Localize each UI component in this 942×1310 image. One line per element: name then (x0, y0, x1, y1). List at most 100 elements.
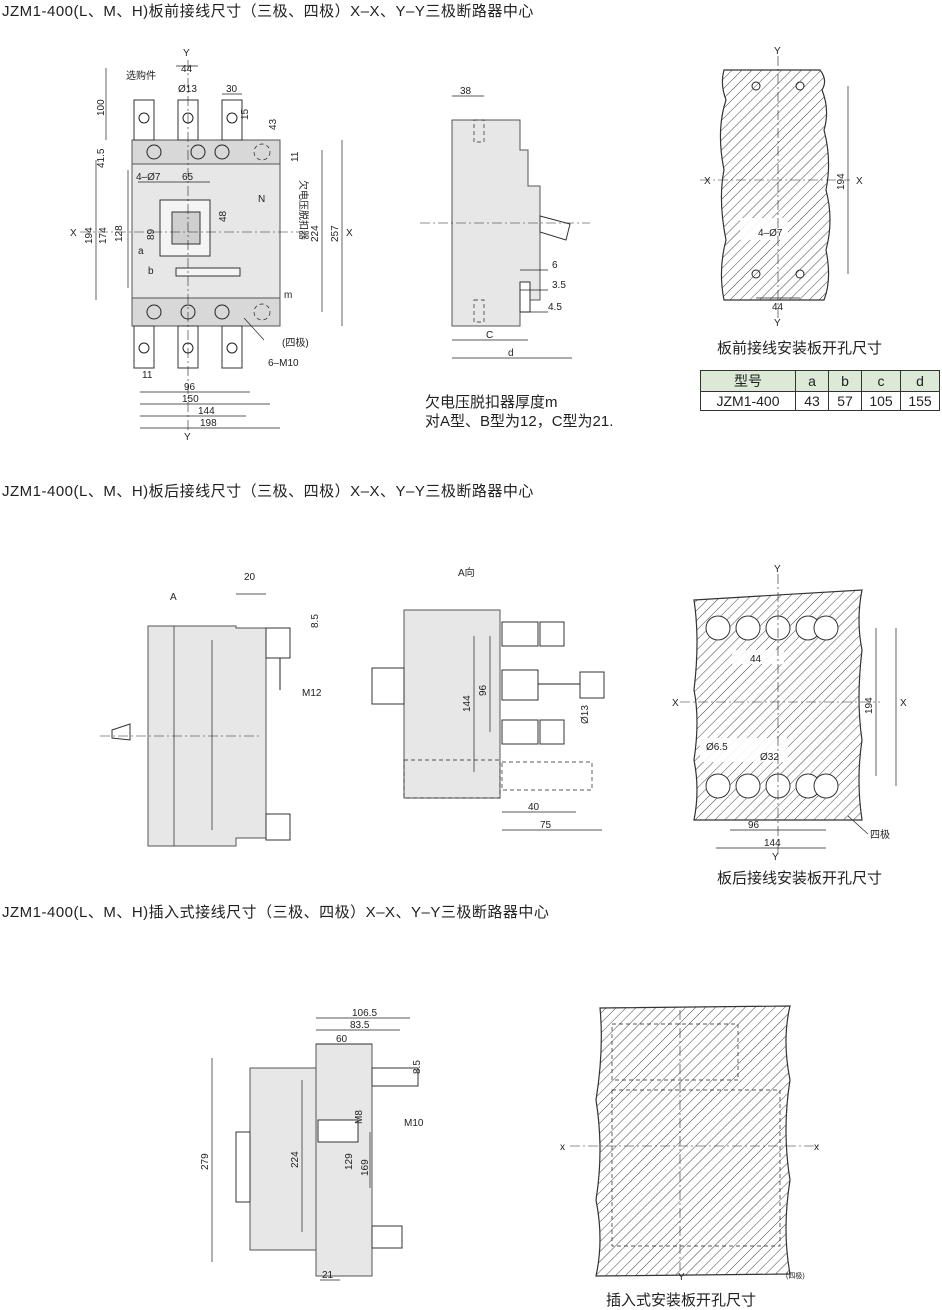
plate2-d6-5: Ø6.5 (706, 742, 728, 753)
dim-41-5: 41.5 (96, 148, 107, 168)
handle (171, 211, 201, 245)
dim-257: 257 (330, 225, 341, 242)
dim-11: 11 (290, 151, 301, 162)
plate2-y-top: Y (774, 564, 781, 575)
plugin-dim-106-5: 106.5 (352, 1008, 377, 1019)
plugin-base (249, 1067, 317, 1251)
label-x-left: X (70, 228, 77, 239)
a-view-body (403, 609, 501, 799)
plugin-dim-279: 279 (200, 1153, 211, 1170)
plate2-dim-44: 44 (750, 654, 762, 665)
dim-150: 150 (182, 394, 199, 405)
dim-198: 198 (200, 418, 217, 429)
plate3-four-pole: (四极) (786, 1271, 805, 1280)
plugin-mount-plate: x x Y (四极) (560, 1005, 820, 1283)
label-uv-release: 欠电压脱扣器 (297, 180, 310, 240)
table-header-cell: d (900, 370, 940, 392)
plugin-body (315, 1043, 373, 1277)
dim-c: C (486, 330, 493, 341)
plugin-dim-129: 129 (344, 1153, 355, 1170)
dim-43: 43 (268, 118, 279, 130)
plate2-y-bottom: Y (772, 852, 779, 863)
plate2-dim-96: 96 (748, 820, 760, 831)
plate2-four-pole: 四极 (870, 828, 890, 841)
rear-mount-plate: Y X X 44 194 Ø6.5 Ø32 96 144 Y 四极 (672, 564, 907, 863)
dim-224: 224 (310, 225, 321, 242)
label-b: b (148, 266, 154, 277)
plugin-dim-83-5: 83.5 (350, 1020, 370, 1031)
undervoltage-note: 欠电压脱扣器厚度m 对A型、B型为12，C型为21. (425, 393, 613, 431)
table-header-cell: c (861, 370, 901, 392)
plugin-m10: M10 (404, 1118, 424, 1129)
dim-11b: 11 (142, 370, 153, 381)
dim-30: 30 (226, 84, 238, 95)
dim-48: 48 (218, 210, 229, 222)
rear-dim-40: 40 (528, 802, 540, 813)
caption-plugin-plate: 插入式安装板开孔尺寸 (606, 1292, 757, 1309)
dim-d: d (508, 348, 514, 359)
label-four-pole: (四极) (282, 336, 309, 349)
section-title-front: JZM1-400(L、M、H)板前接线尺寸（三极、四极）X–X、Y–Y三极断路器… (2, 3, 534, 20)
label-holes: 4–Ø7 (136, 172, 161, 183)
table-row: JZM1-400 43 57 105 155 (700, 391, 940, 411)
plugin-dim-224: 224 (290, 1151, 301, 1168)
dim-44: 44 (181, 64, 193, 75)
rear-d13: Ø13 (580, 705, 591, 724)
plate3-x-right: x (814, 1142, 819, 1153)
rear-a-dir: A (170, 592, 177, 603)
plate1-dim-194: 194 (836, 173, 847, 190)
dim-128: 128 (114, 225, 125, 242)
plate1-x-left: X (704, 176, 711, 187)
note-line-2: 对A型、B型为12，C型为21. (425, 413, 614, 430)
rear-dim-96: 96 (478, 684, 489, 696)
nameplate (175, 267, 241, 277)
label-optional: 选购件 (126, 69, 156, 82)
dim-96: 96 (184, 382, 196, 393)
front-mount-plate: Y X X 4–Ø7 194 44 Y (700, 46, 863, 329)
section-title-plugin: JZM1-400(L、M、H)插入式接线尺寸（三极、四极）X–X、Y–Y三极断路… (2, 904, 550, 921)
dim-15: 15 (240, 108, 251, 120)
table-header-cell: 型号 (700, 370, 796, 392)
rear-m12: M12 (302, 688, 322, 699)
plate1-holes: 4–Ø7 (758, 228, 783, 239)
plugin-dim-8-5: 8.5 (412, 1060, 423, 1074)
plate3-x-left: x (560, 1142, 565, 1153)
label-y-top: Y (183, 48, 190, 59)
plate1-y-bottom: Y (774, 318, 781, 329)
dimension-table: 型号 a b c d JZM1-400 43 57 105 155 (700, 370, 940, 411)
a-view-label: A向 (458, 566, 475, 579)
label-x-right: X (346, 228, 353, 239)
dim-3-5: 3.5 (552, 280, 566, 291)
plate2-dim-144: 144 (764, 838, 781, 849)
plate1-x-right: X (856, 176, 863, 187)
front-view-drawing: 选购件 Y 44 Ø13 30 15 43 11 100 41.5 4–Ø7 6… (70, 48, 353, 443)
table-cell: 105 (861, 391, 901, 411)
rear-dim-75: 75 (540, 820, 552, 831)
label-m: m (284, 290, 292, 301)
dim-194: 194 (84, 227, 95, 244)
dim-4-5: 4.5 (548, 302, 562, 313)
label-y-bottom: Y (184, 432, 191, 443)
dim-144: 144 (198, 406, 215, 417)
rear-dim-20: 20 (244, 572, 256, 583)
plate1-y-top: Y (774, 46, 781, 57)
dim-hole13: Ø13 (178, 84, 197, 95)
dim-89: 89 (146, 228, 157, 240)
table-cell: 155 (900, 391, 940, 411)
plate2-d32: Ø32 (760, 752, 779, 763)
plate3-y-bottom: Y (678, 1272, 685, 1283)
plugin-dim-60: 60 (336, 1034, 348, 1045)
dim-100: 100 (96, 99, 107, 116)
table-header-cell: b (828, 370, 862, 392)
table-cell: JZM1-400 (700, 391, 796, 411)
label-n: N (258, 194, 265, 205)
plugin-dim-21: 21 (322, 1270, 334, 1281)
bottom-terminal-strip (131, 297, 281, 327)
plate1-dim-44: 44 (772, 302, 784, 313)
plugin-m8: M8 (354, 1110, 365, 1124)
plugin-dim-169: 169 (360, 1159, 371, 1176)
plugin-view-drawing: 106.5 83.5 60 8.5 M8 M10 279 224 129 169… (200, 1008, 424, 1281)
label-screw: 6–M10 (268, 358, 299, 369)
table-header-row: 型号 a b c d (700, 370, 940, 392)
rear-dim-8-5: 8.5 (310, 614, 321, 628)
